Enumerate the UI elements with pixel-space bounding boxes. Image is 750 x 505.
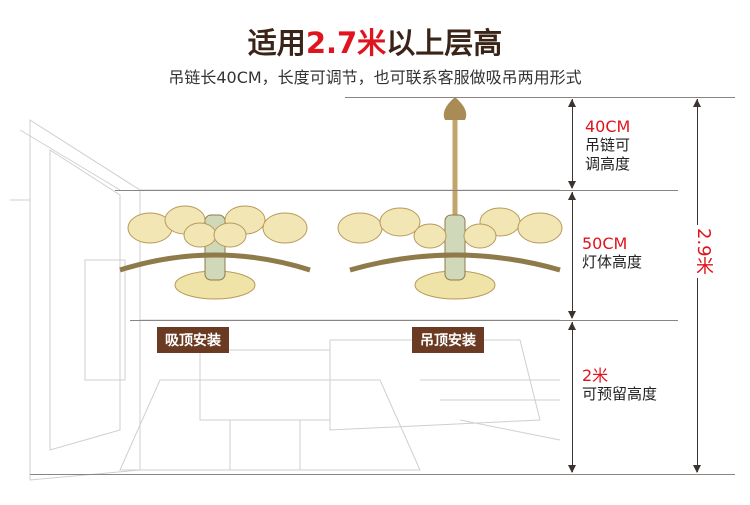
pendant-mount-label: 吊顶安装 — [412, 327, 484, 353]
chain-dimension-arrow — [572, 99, 573, 188]
chandelier-pendant — [337, 97, 563, 300]
total-height-label: 2.9米 — [690, 225, 716, 278]
chain-bottom-line — [115, 190, 678, 191]
subtitle: 吊链长40CM，长度可调节，也可联系客服做吸吊两用形式 — [168, 68, 582, 87]
flush-mount-label: 吸顶安装 — [157, 327, 229, 353]
clearance-dimension-arrow — [572, 322, 573, 472]
floor-line — [30, 474, 735, 475]
ceiling-line — [345, 97, 735, 98]
lamp-bottom-line — [130, 320, 678, 321]
clearance-label: 2米可预留高度 — [582, 366, 658, 403]
lamp-dimension-arrow — [572, 192, 573, 318]
total-dimension-arrow — [697, 99, 698, 472]
chandelier-flush-mount — [119, 205, 311, 300]
page-title: 适用2.7米以上层高 — [247, 26, 503, 60]
